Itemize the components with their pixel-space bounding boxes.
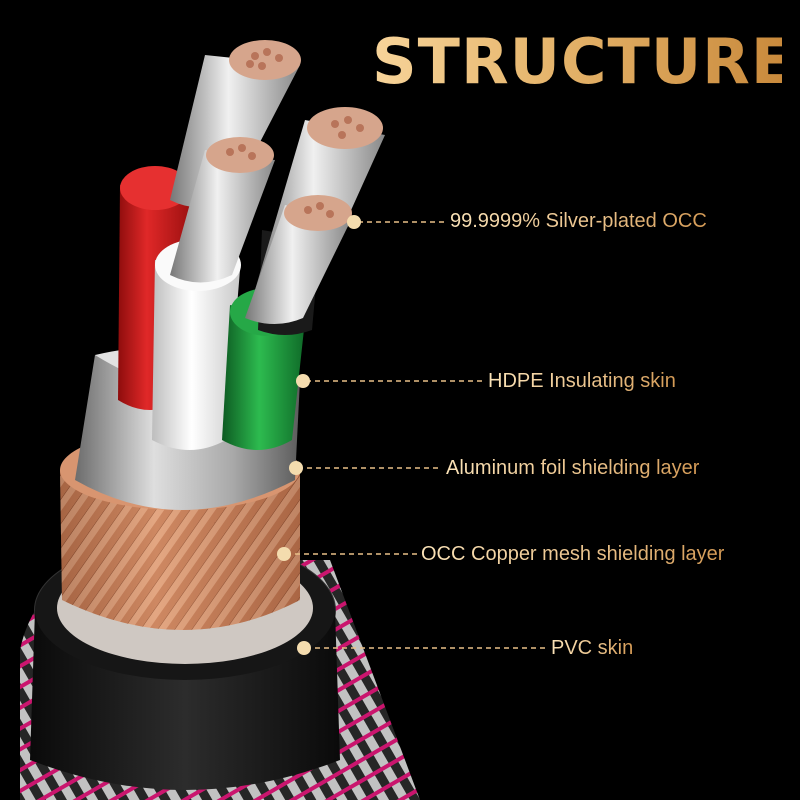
callout-label-pvc-skin: PVC skin xyxy=(551,637,634,659)
callout-dot-1 xyxy=(347,215,361,229)
page-title: STRUCTURE xyxy=(372,22,793,102)
silver-strand-3 xyxy=(170,150,275,283)
callout-label-aluminum-foil-shielding: Aluminum foil shielding layer xyxy=(446,457,700,479)
callout-dot-3 xyxy=(289,461,303,475)
white-insulation xyxy=(152,260,240,450)
callout-dot-2 xyxy=(296,374,310,388)
callout-dot-4 xyxy=(277,547,291,561)
callout-label-silver-plated-occ: 99.9999% Silver-plated OCC xyxy=(450,210,707,232)
silver-strand-4 xyxy=(245,205,350,324)
callout-label-hdpe-insulating-skin: HDPE Insulating skin xyxy=(488,370,676,392)
callout-label-copper-mesh-shielding: OCC Copper mesh shielding layer xyxy=(421,543,725,565)
green-insulation xyxy=(222,305,305,450)
callout-dot-5 xyxy=(297,641,311,655)
